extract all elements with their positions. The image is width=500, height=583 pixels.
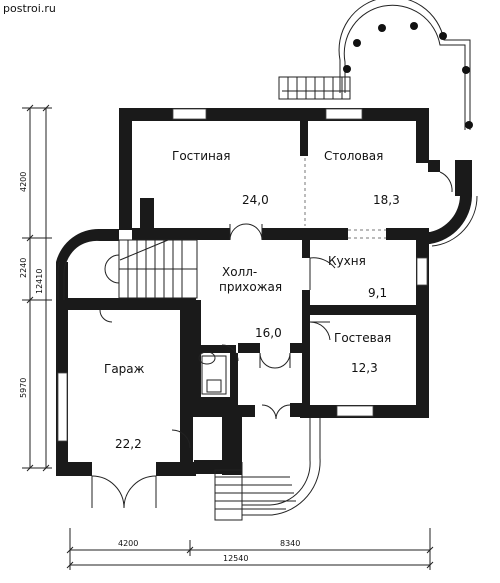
living-room-area: 24,0 (242, 193, 269, 207)
dim-bottom-4200: 4200 (118, 539, 138, 548)
dim-left-2240: 2240 (19, 258, 28, 278)
interior-walls (132, 108, 429, 405)
dim-bottom-8340: 8340 (280, 539, 300, 548)
garage-label: Гараж (104, 362, 145, 376)
left-dimensions: 4200 2240 12410 5970 (19, 104, 52, 472)
dining-room-label: Столовая (324, 149, 383, 163)
bay-window-balcony (338, 0, 473, 130)
wc-fixtures (198, 351, 227, 395)
guest-room-area: 12,3 (351, 361, 378, 375)
guest-room-label: Гостевая (334, 331, 391, 345)
bottom-dimensions: 4200 8340 12540 (66, 528, 434, 570)
hall-area: 16,0 (255, 326, 282, 340)
dim-left-4200: 4200 (19, 172, 28, 192)
doors (91, 171, 453, 509)
kitchen-area: 9,1 (368, 286, 387, 300)
hall-label-line2: прихожая (219, 280, 282, 294)
hall-label-line1: Холл- (222, 265, 257, 279)
kitchen-label: Кухня (328, 254, 366, 268)
site-name: postroi.ru (3, 2, 56, 15)
balcony-stairs (278, 76, 351, 100)
dim-left-5970: 5970 (19, 378, 28, 398)
stair-bay (56, 228, 119, 300)
main-staircase (104, 239, 198, 299)
living-room-label: Гостиная (172, 149, 230, 163)
entry-porch (214, 418, 321, 521)
garage-area: 22,2 (115, 437, 142, 451)
dining-room-area: 18,3 (373, 193, 400, 207)
dining-bay (416, 195, 478, 247)
room-labels: Гостиная 24,0 Столовая 18,3 Холл- прихож… (104, 149, 400, 451)
windows (57, 108, 428, 442)
dim-left-12410: 12410 (35, 269, 44, 294)
dim-bottom-12540: 12540 (223, 554, 248, 563)
